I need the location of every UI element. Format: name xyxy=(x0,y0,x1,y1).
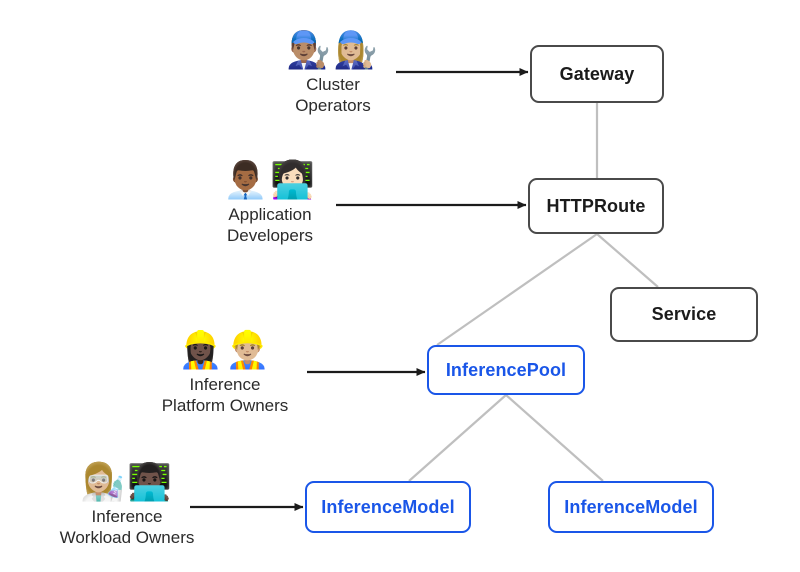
persona-label-line: Operators xyxy=(295,96,371,115)
persona-label-line: Application xyxy=(228,205,312,224)
persona-label-line: Platform Owners xyxy=(161,396,289,415)
edge-inferencepool-inferencemodel2 xyxy=(505,394,604,482)
persona-label-line: Inference xyxy=(91,507,163,526)
woman-scientist-icon-and-man-technologist-icon: 👩🏼‍🔬👨🏿‍💻 xyxy=(80,462,174,503)
edge-httproute-service xyxy=(596,233,659,288)
woman-construction-worker-icon-and-man-construction-worker-icon: 👷🏿‍♀️👷🏼‍♂️ xyxy=(178,330,272,371)
man-mechanic-icon-and-woman-mechanic-icon: 👨🏽‍🔧👩🏼‍🔧 xyxy=(286,30,380,71)
node-service: Service xyxy=(610,287,758,342)
persona-arrows xyxy=(190,68,529,511)
node-inferencepool: InferencePool xyxy=(427,345,585,395)
edge-inferencepool-inferencemodel1 xyxy=(408,394,507,482)
node-gateway: Gateway xyxy=(530,45,664,103)
persona-label-line: Inference xyxy=(189,375,261,394)
persona-label-line: Developers xyxy=(227,226,313,245)
node-inferencemodel2: InferenceModel xyxy=(548,481,714,533)
man-office-worker-icon-and-woman-technologist-icon: 👨🏾‍💼👩🏻‍💻 xyxy=(223,160,317,201)
persona-label-line: Cluster xyxy=(306,75,360,94)
node-httproute: HTTPRoute xyxy=(528,178,664,234)
relationship-edges xyxy=(408,103,659,482)
persona-label-line: Workload Owners xyxy=(59,528,195,547)
node-inferencemodel1: InferenceModel xyxy=(305,481,471,533)
edge-httproute-inferencepool xyxy=(436,233,598,346)
